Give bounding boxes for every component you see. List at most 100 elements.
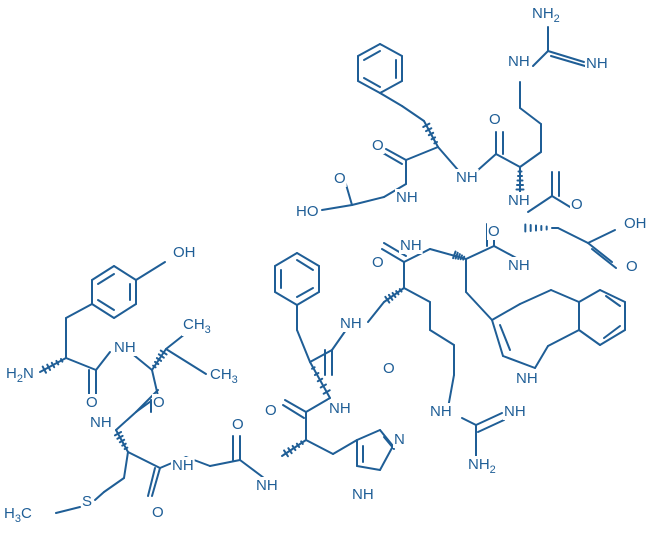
wedge-hash-3-2 [459,254,464,261]
bond-143 [113,265,137,281]
label-o-gly-acid: O [334,170,346,187]
wedge-hash-5-1 [311,366,316,370]
label-background [351,486,375,503]
label-o-his: O [383,360,395,377]
bond-147 [97,273,115,285]
bond-41 [591,248,617,269]
bond-132 [165,348,207,375]
label-nh-arg1-guan: NH [508,53,530,70]
wedge-hash-3-3 [457,253,461,260]
wedge-hash-4-2 [395,290,400,296]
label-ch3-met: H3C [4,505,32,525]
bond-65 [603,325,621,339]
bond-89 [274,252,298,267]
bond-66 [403,248,431,263]
bond-84 [309,349,333,363]
bond-72 [403,287,431,303]
bond-31 [547,50,585,63]
bond-10 [401,105,425,122]
bond-57 [578,329,601,346]
label-o-gly2: O [232,416,244,433]
label-background [507,257,531,274]
label-nh-trp-arg2: NH [400,237,422,254]
label-nh-phe2-his: NH [329,400,351,417]
bond-46 [465,245,495,260]
bond-140 [65,303,93,319]
label-background [339,315,363,332]
label-o-val: O [153,394,165,411]
bond-80 [477,419,505,433]
bond-103 [332,439,358,455]
label-background [503,403,527,420]
bond-79 [475,412,503,426]
bond-137 [65,357,97,371]
bond-47 [429,248,467,260]
bond-24 [495,153,521,168]
wedge-hash-8-3 [155,357,163,362]
label-background [399,237,423,254]
bond-149 [97,299,115,311]
wedge-hash-3-1 [462,255,466,261]
label-background [81,493,94,510]
wedge-hash-0-1 [433,140,438,145]
bond-13 [385,148,407,161]
bond-107 [356,465,381,471]
bond-102 [305,439,334,455]
bond-39 [587,229,616,244]
label-nh2-arg2: NH2 [468,456,496,476]
label-o-phe2: O [265,402,277,419]
wedge-hash-6-3 [291,444,297,452]
wedge-hash-6-5 [283,449,289,458]
wedge-hash-3-5 [452,250,457,260]
label-nh-met-gly2: NH [172,457,194,474]
label-background [172,244,197,261]
label-nh-phe1-arg1: NH [456,169,478,186]
bond-97 [305,397,331,413]
label-background [371,254,385,271]
bond-146 [91,303,115,319]
bond-125 [115,411,137,431]
bond-49 [465,291,493,321]
label-background [570,196,584,213]
bond-25 [519,151,542,168]
bond-142 [91,265,115,281]
label-nh-arg2-phe2: NH [340,315,362,332]
bond-4 [357,80,381,94]
label-background [487,223,501,240]
atom-labels: NH2 NH NH O NH O NH O HO NH O OH O O NH … [3,5,648,525]
wedge-hash-7-2 [121,442,127,447]
wedge-hash-9-4 [46,363,52,371]
bond-123 [94,491,105,501]
label-background [382,360,396,377]
bond-90 [296,252,320,267]
label-background [625,258,639,275]
label-background [455,169,479,186]
label-oh-tyr: OH [173,244,196,261]
bond-124 [55,506,81,514]
bond-121 [123,451,129,479]
wedge-hash-4-4 [387,293,394,301]
bond-50 [491,303,521,321]
wedge-hash-9-3 [50,361,56,369]
label-background [231,416,245,433]
label-background [152,394,166,411]
bond-6 [363,50,381,61]
wedge-hash-7-1 [123,446,129,451]
label-o-asp: O [571,196,583,213]
label-s-met: S [82,493,92,510]
label-background [623,215,648,232]
label-nh2-top: NH2 [532,5,560,25]
stereo-wedges [41,122,548,458]
bond-145 [113,303,137,319]
label-h2n-tyr: H2N [6,365,34,385]
label-nh-indole: NH [516,370,538,387]
bond-95 [296,287,314,298]
bond-74 [429,329,455,346]
wedge-hash-5-2 [313,372,320,376]
wedge-hash-5-5 [322,389,331,395]
bond-122 [103,477,125,493]
label-o-arg2: O [372,254,384,271]
label-n-imid: N [394,431,405,448]
wedge-hash-9-5 [41,365,47,374]
